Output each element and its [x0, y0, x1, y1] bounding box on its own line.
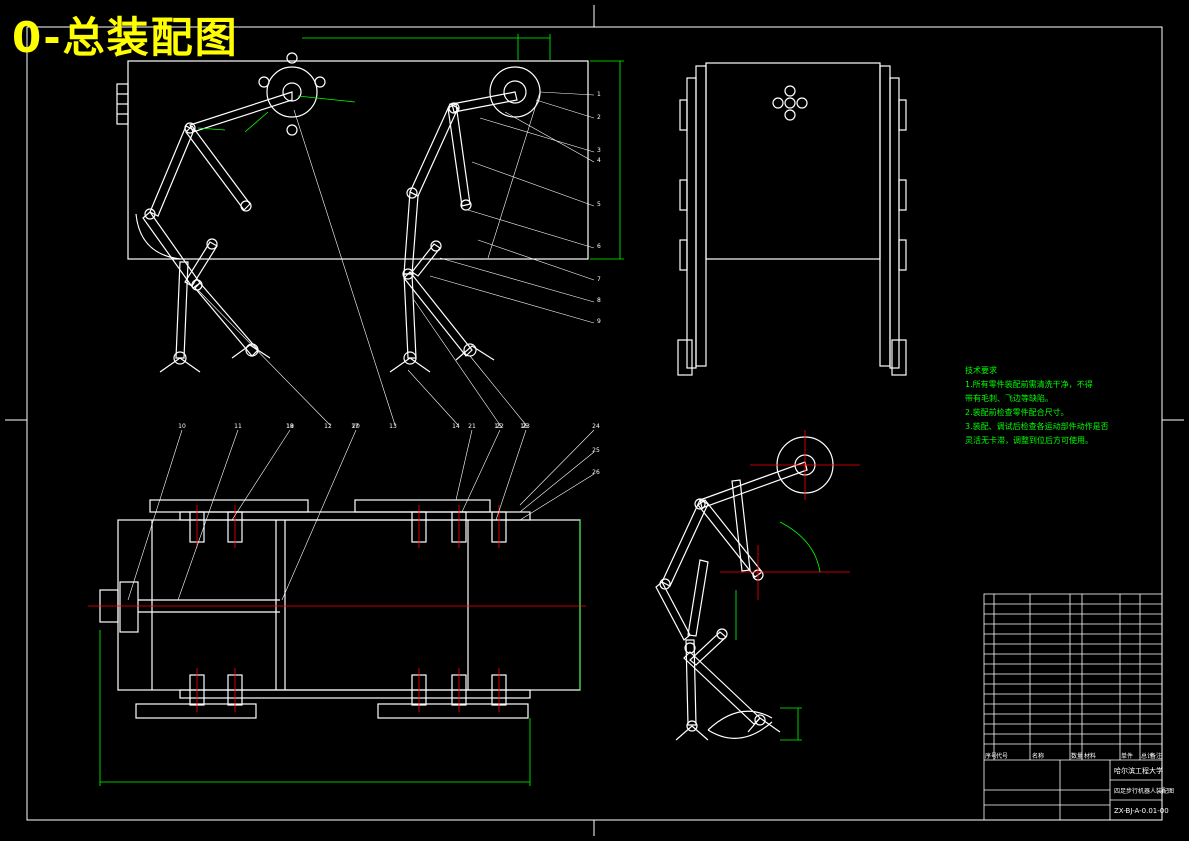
front-view-leaders [197, 91, 595, 426]
title-block-header: 单件 [1121, 752, 1133, 760]
title-block-header: 名称 [1032, 752, 1044, 760]
balloon-label: 14 [452, 423, 460, 430]
plan-view-dimensions [99, 520, 581, 786]
balloon-label: 26 [592, 469, 600, 476]
balloon-label: 11 [234, 423, 242, 430]
plan-view-centerlines [88, 505, 586, 712]
plan-view [99, 499, 581, 719]
tech-note-line: 1.所有零件装配前需清洗干净，不得 [965, 380, 1093, 389]
title-block [983, 593, 1163, 821]
tech-note-line: 带有毛刺、飞边等缺陷。 [965, 394, 1053, 403]
front-view [116, 52, 589, 373]
balloon-label: 16 [520, 423, 528, 430]
technical-requirements: 技术要求 1.所有零件装配前需清洗干净，不得 带有毛刺、飞边等缺陷。 2.装配前… [965, 364, 1125, 448]
title-block-header: 数量 [1071, 752, 1083, 760]
balloon-label: 8 [597, 297, 601, 304]
title-block-school: 哈尔滨工程大学 [1114, 766, 1163, 775]
balloon-label: 6 [597, 243, 601, 250]
balloon-label: 24 [592, 423, 600, 430]
tech-note-line: 2.装配前检查零件配合尺寸。 [965, 408, 1069, 417]
title-block-header: 序号 [985, 752, 997, 760]
balloon-label: 17 [351, 423, 359, 430]
balloon-label: 5 [597, 201, 601, 208]
front-view-dimensions [197, 34, 624, 260]
balloon-label: 2 [597, 114, 601, 121]
title-block-drawing-code: ZX-BJ-A-0.01-00 [1114, 807, 1169, 815]
balloon-label: 23 [522, 423, 530, 430]
title-block-drawing-name: 四足步行机器人装配图 [1114, 787, 1174, 795]
balloon-label: 13 [389, 423, 397, 430]
balloon-label: 7 [597, 276, 601, 283]
tech-notes-heading: 技术要求 [965, 366, 997, 375]
drawing-frame [5, 5, 1184, 836]
gait-pose-view [655, 436, 834, 741]
title-block-header: 代号 [996, 752, 1008, 760]
balloon-label: 15 [494, 423, 502, 430]
balloon-label: 9 [597, 318, 601, 325]
title-block-header: 备注 [1150, 752, 1162, 760]
drawing-title: 0-总装配图 [12, 13, 239, 62]
title-block-header: 总计 [1141, 752, 1153, 760]
balloon-label: 19 [286, 423, 294, 430]
balloon-label: 10 [178, 423, 186, 430]
side-view [677, 62, 907, 376]
balloon-label: 18 [286, 423, 294, 430]
plan-view-leaders [127, 429, 595, 601]
balloon-label: 3 [597, 147, 601, 154]
gait-pose-centerlines [720, 430, 860, 600]
balloon-label: 20 [352, 423, 360, 430]
tech-note-line: 灵活无卡滞，调整到位后方可使用。 [965, 436, 1093, 445]
balloon-label: 25 [592, 447, 600, 454]
title-block-header: 材料 [1084, 752, 1096, 760]
tech-note-line: 3.装配、调试后检查各运动部件动作是否 [965, 422, 1109, 431]
balloon-label: 21 [468, 423, 476, 430]
balloon-label: 12 [324, 423, 332, 430]
balloon-label: 22 [496, 423, 504, 430]
gait-pose-dimensions [735, 521, 821, 741]
balloon-label: 4 [597, 157, 601, 164]
balloon-label: 1 [597, 91, 601, 98]
